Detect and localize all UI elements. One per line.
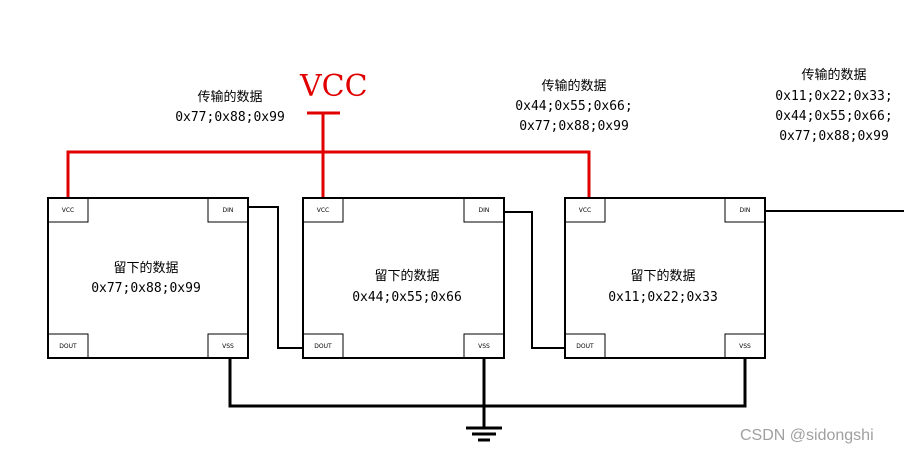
- pin-box-din: [463, 197, 505, 223]
- chip-data: 0x44;0x55;0x66: [352, 290, 462, 305]
- transfer-annotation-3: 传输的数据 0x11;0x22;0x33; 0x44;0x55;0x66; 0x…: [775, 67, 892, 144]
- chip-title: 留下的数据: [374, 268, 439, 284]
- chip-title: 留下的数据: [113, 260, 178, 276]
- chip-1: VCC DIN DOUT VSS 留下的数据 0x77;0x88;0x99: [47, 197, 249, 359]
- pin-label-din: DIN: [223, 207, 234, 214]
- pin-label-din: DIN: [740, 207, 751, 214]
- pin-box-vcc: [564, 197, 606, 223]
- ground-bus: [228, 358, 747, 408]
- pin-box-dout: [564, 333, 606, 359]
- chip-body: [47, 197, 249, 359]
- transfer-title: 传输的数据: [197, 89, 262, 105]
- vcc-label: VCC: [299, 69, 368, 104]
- pin-box-dout: [47, 333, 89, 359]
- chip-title: 留下的数据: [630, 268, 695, 284]
- transfer-line: 0x77;0x88;0x99: [175, 110, 285, 125]
- pin-label-vss: VSS: [739, 343, 751, 350]
- transfer-line: 0x11;0x22;0x33;: [775, 89, 892, 104]
- power-rail: [66, 150, 591, 198]
- pin-label-vcc: VCC: [62, 207, 74, 214]
- chip-3: VCC DIN DOUT VSS 留下的数据 0x11;0x22;0x33: [564, 197, 766, 359]
- transfer-annotation-1: 传输的数据 0x77;0x88;0x99: [175, 89, 285, 125]
- pin-label-vss: VSS: [222, 343, 234, 350]
- pin-label-vss: VSS: [478, 343, 490, 350]
- transfer-line: 0x44;0x55;0x66;: [515, 99, 632, 114]
- transfer-title: 传输的数据: [801, 67, 866, 83]
- transfer-line: 0x77;0x88;0x99: [779, 129, 889, 144]
- chip-body: [564, 197, 766, 359]
- chip-body: [302, 197, 505, 359]
- pin-box-vcc: [47, 197, 89, 223]
- pin-box-vcc: [302, 197, 344, 223]
- pin-box-dout: [302, 333, 344, 359]
- transfer-line: 0x44;0x55;0x66;: [775, 109, 892, 124]
- pin-label-vcc: VCC: [317, 207, 329, 214]
- chip-2: VCC DIN DOUT VSS 留下的数据 0x44;0x55;0x66: [302, 197, 505, 359]
- data-wire-2-3: [504, 211, 565, 349]
- chip-data: 0x77;0x88;0x99: [91, 281, 201, 296]
- pin-label-dout: DOUT: [314, 343, 332, 350]
- pin-label-din: DIN: [479, 207, 490, 214]
- transfer-title: 传输的数据: [541, 78, 606, 94]
- chip-data: 0x11;0x22;0x33: [608, 290, 718, 305]
- pin-label-dout: DOUT: [576, 343, 594, 350]
- transfer-annotation-2: 传输的数据 0x44;0x55;0x66; 0x77;0x88;0x99: [515, 78, 632, 134]
- data-wire-1-2: [248, 206, 303, 349]
- pin-box-vss: [207, 333, 249, 359]
- pin-box-din: [207, 197, 249, 223]
- transfer-line: 0x77;0x88;0x99: [519, 119, 629, 134]
- pin-label-dout: DOUT: [59, 343, 77, 350]
- ground-symbol-icon: [466, 426, 502, 442]
- pin-label-vcc: VCC: [579, 207, 591, 214]
- watermark: CSDN @sidongshi: [740, 427, 874, 444]
